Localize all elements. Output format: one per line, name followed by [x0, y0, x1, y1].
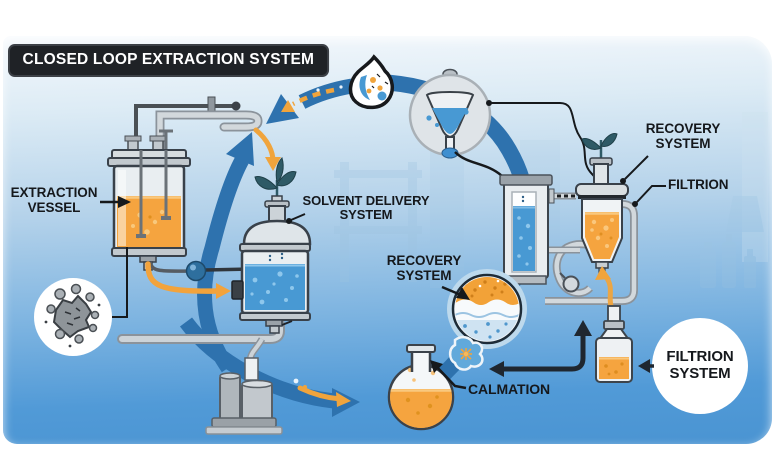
collection-flask-label: CALMATION	[468, 381, 560, 397]
recovery-right-label-line1: RECOVERY	[645, 121, 721, 136]
filtration-pipe-label-line1: FILTRION	[668, 177, 729, 192]
filtration-badge-label-line2: SYSTEM	[669, 365, 731, 383]
arrowhead-down-left	[266, 94, 299, 124]
bottom-orange-arrow	[297, 385, 351, 407]
plant-sprout-icon	[581, 133, 618, 160]
background-lab-silhouettes	[334, 112, 768, 288]
biomass-inset	[34, 247, 128, 356]
gauge-icon	[562, 275, 580, 293]
band-orange-dashes	[281, 85, 343, 112]
solvent-delivery-label-line1: SOLVENT DELIVERY	[302, 193, 430, 208]
arrowhead-up-right	[226, 132, 254, 166]
title-text: CLOSED LOOP EXTRACTION SYSTEM	[22, 51, 315, 68]
valve-line	[148, 260, 255, 282]
solvent-splash-icon	[448, 335, 484, 371]
funnel-inset	[408, 68, 492, 159]
filtration-badge-label-line1: FILTRION	[666, 348, 734, 365]
extraction-vessel-label-line1: EXTRACTION	[10, 185, 98, 200]
collection-flask	[387, 344, 455, 431]
solvent-delivery-vessel	[231, 157, 312, 334]
title-banner: CLOSED LOOP EXTRACTION SYSTEM	[8, 44, 329, 77]
filtration-system-badge-label: FILTRION SYSTEM	[650, 348, 750, 383]
recovery-system-right-label: RECOVERY SYSTEM	[641, 121, 725, 152]
recovery-center-label-line2: SYSTEM	[396, 267, 452, 283]
ball-valve-icon	[185, 260, 207, 282]
label-connectors	[100, 155, 666, 390]
recovery-center-label-line1: RECOVERY	[386, 253, 462, 268]
recovery-right-label-line2: SYSTEM	[655, 135, 711, 151]
filtration-pipe-label: FILTRION	[668, 177, 738, 193]
recovery-system-center-label: RECOVERY SYSTEM	[382, 253, 466, 284]
collection-flask-label-line1: CALMATION	[468, 381, 551, 397]
extraction-vessel-label: EXTRACTION VESSEL	[8, 185, 100, 216]
band-top-left	[298, 78, 354, 109]
solvent-delivery-label-line2: SYSTEM	[339, 207, 393, 223]
extract-orange-arrow	[145, 261, 231, 299]
extraction-vessel-label-line2: VESSEL	[27, 199, 81, 215]
recovery-vessel	[575, 133, 629, 276]
recovery-pump	[205, 357, 283, 435]
overhead-pipes	[134, 96, 263, 155]
right-plumbing	[545, 188, 638, 305]
condensate-orange-arrow	[253, 127, 281, 171]
extraction-vessel	[107, 129, 191, 271]
filtration-badge	[638, 318, 748, 414]
recovery-column	[499, 174, 553, 285]
drop-inset	[348, 54, 394, 110]
collection-bottle	[595, 305, 633, 383]
solvent-delivery-label: SOLVENT DELIVERY SYSTEM	[300, 193, 432, 223]
return-arrows	[489, 320, 592, 377]
separation-inset	[447, 269, 527, 349]
